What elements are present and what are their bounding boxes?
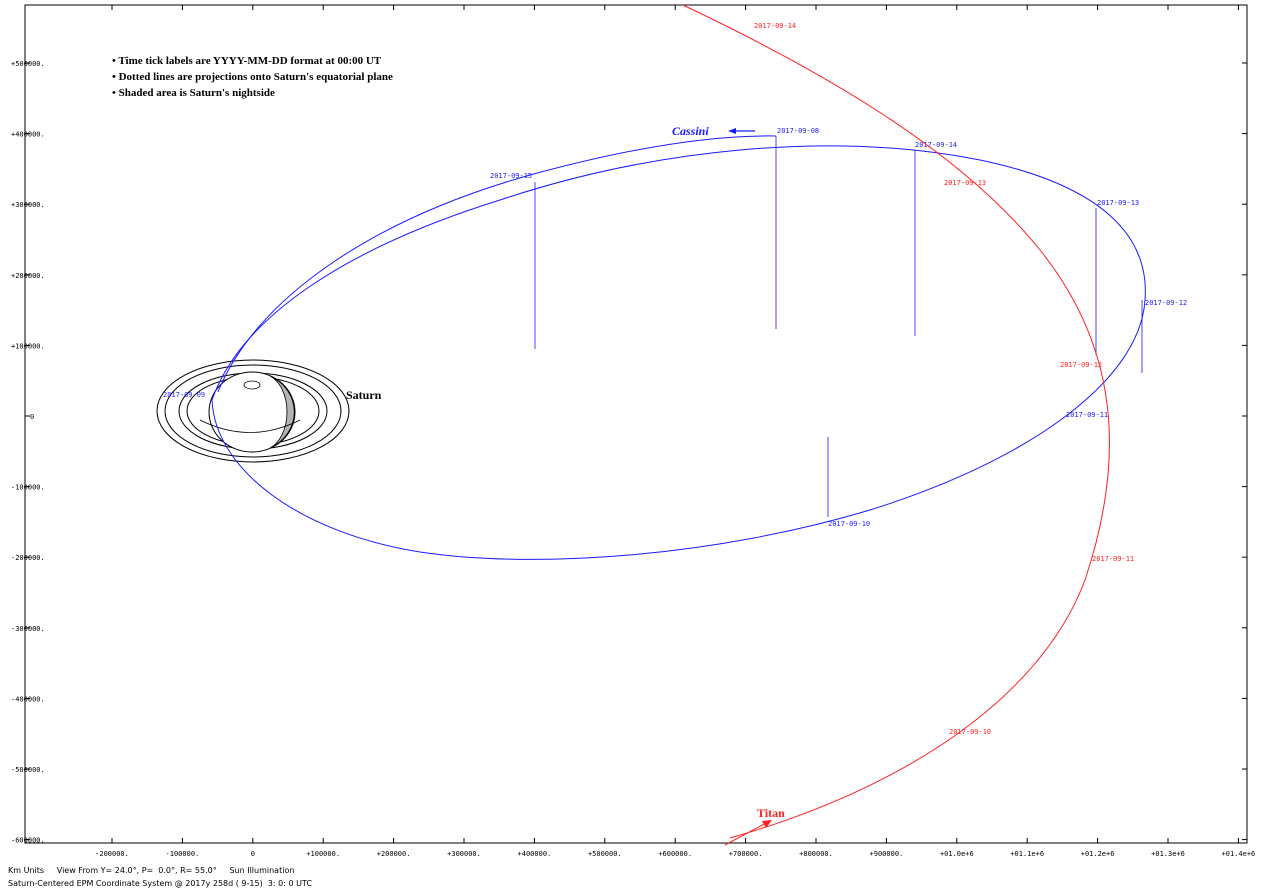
cassini-tick-0910: 2017-09-10 — [828, 520, 870, 528]
cassini-tick-0913: 2017-09-13 — [1097, 199, 1139, 207]
y-tick-label: -400000. — [11, 695, 45, 703]
y-tick-label: +300000. — [11, 201, 45, 209]
cassini-tick-0908: 2017-09-08 — [777, 127, 819, 135]
saturn-pole — [243, 380, 261, 390]
notes-block: • Time tick labels are YYYY-MM-DD format… — [112, 55, 393, 99]
view-label: View From Y= 24.0°, P= 0.0°, R= 55.0° — [56, 866, 217, 875]
titan-orbit-path — [682, 4, 1110, 839]
saturn-body: Saturn — [156, 359, 382, 463]
titan-tick-0910: 2017-09-10 — [949, 728, 991, 736]
cassini-tick-0914: 2017-09-14 — [915, 141, 957, 149]
titan-tick-0911: 2017-09-11 — [1092, 555, 1134, 563]
y-tick-label: -500000. — [11, 766, 45, 774]
x-tick-label: +700000. — [729, 850, 763, 858]
axis-ticks: +500000. +400000. +300000. +200000. +100000.… — [11, 5, 1255, 858]
y-tick-label: -300000. — [11, 625, 45, 633]
y-tick-label: +400000. — [11, 131, 45, 139]
cassini-label: Cassini — [672, 124, 709, 138]
x-tick-label: -100000. — [166, 850, 200, 858]
illumination-label: Sun Illumination — [229, 866, 295, 875]
x-tick-label: +400000. — [518, 850, 552, 858]
x-tick-label: +900000. — [870, 850, 904, 858]
cassini-tick-0911: 2017-09-11 — [1066, 411, 1108, 419]
titan-arrowhead — [762, 820, 772, 828]
x-tick-label: +01.0e+6 — [940, 850, 974, 858]
units-label: Km Units — [8, 866, 45, 875]
x-tick-label: +01.4e+6 — [1222, 850, 1256, 858]
footer-line-1: Km Units View From Y= 24.0°, P= 0.0°, R=… — [8, 866, 294, 875]
y-tick-label: -600000. — [11, 837, 45, 845]
saturn-ring-front-arc — [199, 419, 301, 433]
cassini-tick-0909: 2017-09-09 — [163, 391, 205, 399]
titan-orbit: Titan 2017-09-14 2017-09-13 2017-09-12 2… — [682, 4, 1134, 846]
titan-tick-0912: 2017-09-12 — [1060, 361, 1102, 369]
y-tick-label: +200000. — [11, 272, 45, 280]
saturn-ring-2 — [164, 364, 342, 458]
footer-line-2: Saturn-Centered EPM Coordinate System @ … — [8, 879, 312, 888]
titan-tick-0913: 2017-09-13 — [944, 179, 986, 187]
x-tick-label: +300000. — [447, 850, 481, 858]
saturn-label: Saturn — [346, 388, 382, 402]
x-tick-label: +600000. — [658, 850, 692, 858]
y-tick-label: -200000. — [11, 554, 45, 562]
y-tick-label: 0 — [30, 413, 34, 421]
titan-label: Titan — [757, 806, 785, 820]
x-tick-label: +500000. — [588, 850, 622, 858]
x-tick-label: +200000. — [377, 850, 411, 858]
x-tick-label: +01.3e+6 — [1151, 850, 1185, 858]
x-tick-label: 0 — [251, 850, 255, 858]
titan-arrow-line — [724, 821, 769, 846]
cassini-orbit-path — [211, 145, 1146, 560]
y-tick-label: +100000. — [11, 342, 45, 350]
y-tick-label: -100000. — [11, 484, 45, 492]
x-tick-label: +800000. — [799, 850, 833, 858]
x-tick-label: +01.2e+6 — [1081, 850, 1115, 858]
y-tick-label: +500000. — [11, 60, 45, 68]
saturn-ring-outer — [156, 359, 350, 463]
cassini-orbit-inbound — [217, 135, 777, 393]
titan-tick-0914: 2017-09-14 — [754, 22, 796, 30]
cassini-tick-0912: 2017-09-12 — [1145, 299, 1187, 307]
cassini-arrowhead — [728, 128, 736, 134]
cassini-orbit: 2017-09-08 2017-09-14 2017-09-15 2017-09… — [163, 124, 1187, 560]
saturn-globe — [208, 371, 296, 453]
x-tick-label: +01.1e+6 — [1010, 850, 1044, 858]
saturn-nightside-shade — [269, 375, 295, 449]
note-time-ticks: • Time tick labels are YYYY-MM-DD format… — [112, 55, 382, 67]
note-shaded-area: • Shaded area is Saturn's nightside — [112, 87, 275, 99]
note-dotted-lines: • Dotted lines are projections onto Satu… — [112, 71, 393, 83]
plot-frame — [24, 4, 1248, 844]
cassini-tick-0915: 2017-09-15 — [490, 172, 532, 180]
x-tick-label: +100000. — [306, 850, 340, 858]
x-tick-label: -200000. — [95, 850, 129, 858]
